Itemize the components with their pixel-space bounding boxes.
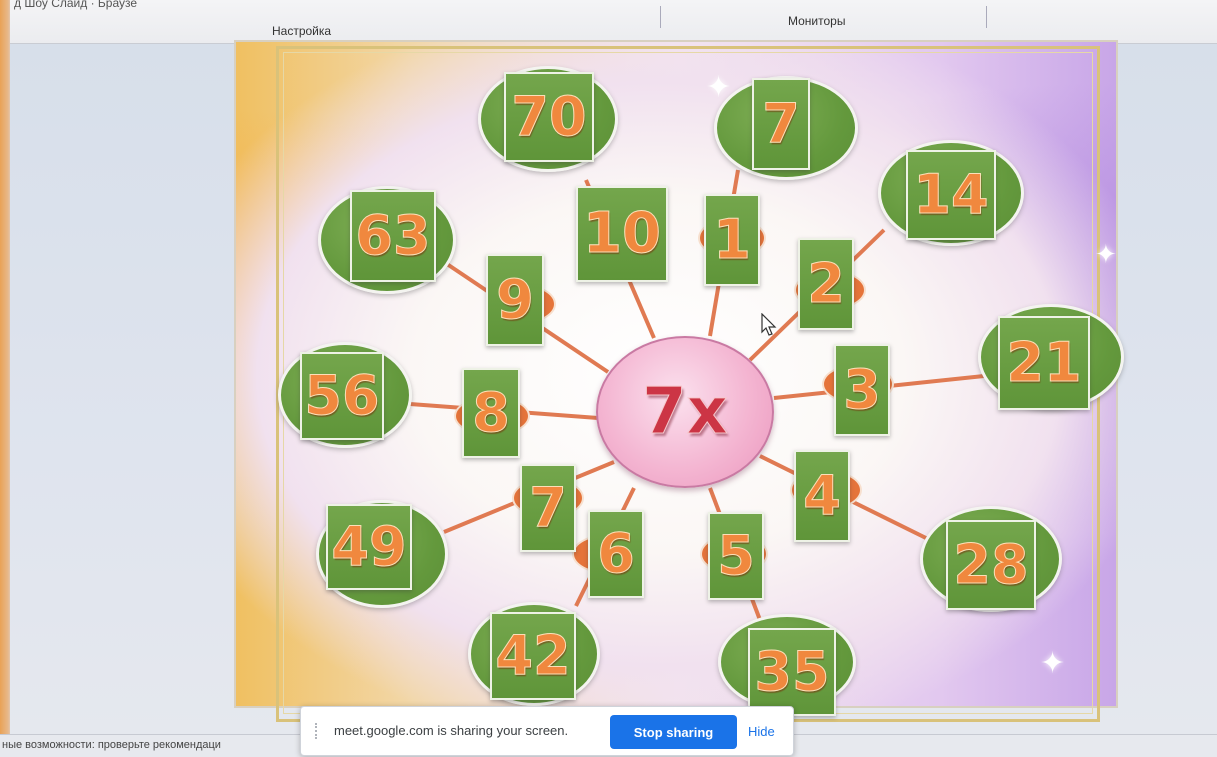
product-value-9: 63: [355, 209, 430, 263]
factor-value-7: 7: [529, 481, 567, 535]
product-value-7: 49: [331, 520, 406, 574]
factor-value-2: 2: [807, 257, 845, 311]
factor-card-7: 7: [520, 464, 576, 552]
screen-sharing-bar: meet.google.com is sharing your screen. …: [300, 706, 794, 756]
mouse-cursor-icon: [761, 313, 777, 341]
product-card-8: 56: [300, 352, 384, 440]
product-value-2: 14: [913, 168, 988, 222]
product-card-4: 28: [946, 520, 1036, 610]
center-multiplier-label: 7x: [642, 375, 728, 449]
factor-card-1: 1: [704, 194, 760, 286]
stop-sharing-button[interactable]: Stop sharing: [610, 715, 737, 749]
factor-card-2: 2: [798, 238, 854, 330]
product-card-6: 42: [490, 612, 576, 700]
factor-value-8: 8: [472, 386, 510, 440]
sharing-message: meet.google.com is sharing your screen.: [334, 723, 568, 738]
factor-card-6: 6: [588, 510, 644, 598]
factor-card-3: 3: [834, 344, 890, 436]
product-card-9: 63: [350, 190, 436, 282]
product-value-8: 56: [304, 369, 379, 423]
factor-value-5: 5: [717, 529, 755, 583]
factor-card-8: 8: [462, 368, 520, 458]
product-card-2: 14: [906, 150, 996, 240]
factor-value-1: 1: [713, 213, 751, 267]
product-card-5: 35: [748, 628, 836, 716]
status-text[interactable]: ные возможности: проверьте рекомендаци: [2, 739, 221, 751]
factor-value-9: 9: [496, 273, 534, 327]
factor-value-4: 4: [803, 469, 841, 523]
product-value-10: 70: [511, 90, 586, 144]
drag-handle-icon[interactable]: [315, 723, 319, 739]
factor-value-10: 10: [583, 206, 661, 262]
center-multiplier: 7x: [596, 336, 774, 488]
factor-card-5: 5: [708, 512, 764, 600]
factor-card-10: 10: [576, 186, 668, 282]
product-value-3: 21: [1006, 336, 1081, 390]
hide-button[interactable]: Hide: [748, 724, 775, 739]
product-value-5: 35: [754, 645, 829, 699]
product-card-3: 21: [998, 316, 1090, 410]
factor-value-3: 3: [843, 363, 881, 417]
factor-card-4: 4: [794, 450, 850, 542]
product-card-7: 49: [326, 504, 412, 590]
product-card-1: 7: [752, 78, 810, 170]
product-card-10: 70: [504, 72, 594, 162]
factor-value-6: 6: [597, 527, 635, 581]
product-value-6: 42: [495, 629, 570, 683]
product-value-1: 7: [762, 97, 800, 151]
factor-card-9: 9: [486, 254, 544, 346]
product-value-4: 28: [953, 538, 1028, 592]
